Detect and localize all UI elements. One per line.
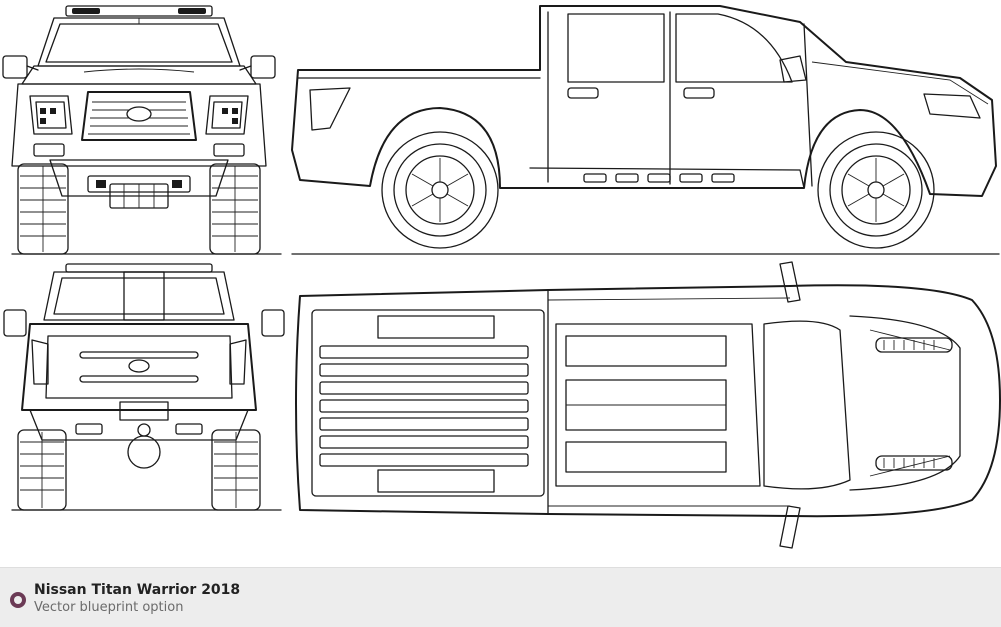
blueprint-subtitle: Vector blueprint option xyxy=(34,600,184,615)
side-view xyxy=(291,5,997,249)
blueprint-drawing xyxy=(2,5,1001,549)
footer-bar: Nissan Titan Warrior 2018 Vector bluepri… xyxy=(0,567,1001,627)
rear-view xyxy=(3,263,285,511)
front-view xyxy=(2,5,276,255)
ring-icon xyxy=(10,592,26,608)
top-view xyxy=(295,261,1001,549)
blueprint-title: Nissan Titan Warrior 2018 xyxy=(34,582,241,598)
